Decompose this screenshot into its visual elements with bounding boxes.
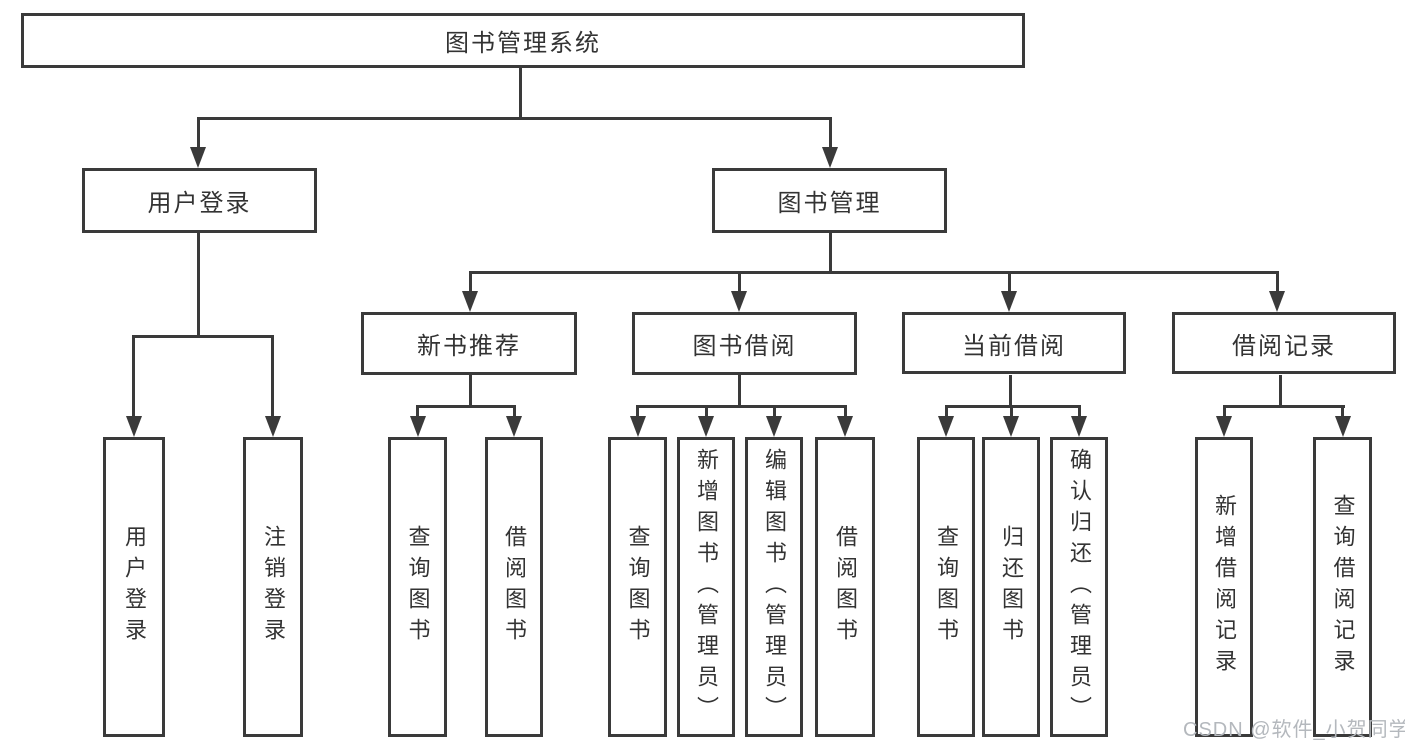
connector-line: [196, 117, 832, 120]
node-book-management: 图书管理: [712, 168, 947, 233]
leaf-query-borrow-record: 查询借阅记录: [1313, 437, 1372, 737]
connector-line: [843, 405, 847, 419]
node-label: 新增图书（管理员）: [694, 447, 719, 727]
leaf-query-books-current: 查询图书: [917, 437, 975, 737]
node-book-borrowing: 图书借阅: [632, 312, 857, 375]
node-label: 用户登录: [122, 525, 147, 649]
node-current-borrowing: 当前借阅: [902, 312, 1126, 374]
leaf-query-books-recommend: 查询图书: [388, 437, 447, 737]
leaf-query-books-borrowing: 查询图书: [608, 437, 667, 737]
node-label: 查询图书: [405, 525, 431, 649]
connector-line: [636, 405, 846, 408]
arrow-down-icon: [462, 291, 478, 312]
node-label: 当前借阅: [962, 332, 1066, 360]
arrow-down-icon: [1001, 291, 1017, 312]
arrow-down-icon: [629, 416, 646, 437]
connector-line: [416, 405, 419, 419]
connector-line: [518, 68, 522, 119]
connector-line: [828, 233, 832, 273]
node-label: 图书借阅: [692, 333, 797, 360]
connector-line: [737, 271, 741, 295]
arrow-down-icon: [698, 416, 714, 437]
leaf-add-book-admin: 新增图书（管理员）: [677, 437, 735, 737]
arrow-down-icon: [506, 416, 522, 437]
leaf-user-login: 用户登录: [103, 437, 165, 737]
connector-line: [1278, 375, 1282, 407]
node-label: 编辑图书（管理员）: [762, 447, 787, 727]
connector-line: [1222, 405, 1345, 408]
arrow-down-icon: [1003, 416, 1019, 437]
connector-line: [1341, 405, 1344, 419]
connector-line: [132, 335, 135, 419]
arrow-down-icon: [190, 147, 206, 168]
leaf-edit-book-admin: 编辑图书（管理员）: [745, 437, 803, 737]
connector-line: [1222, 405, 1226, 419]
connector-line: [1007, 271, 1011, 295]
leaf-return-book: 归还图书: [982, 437, 1040, 737]
connector-line: [772, 405, 776, 419]
arrow-down-icon: [938, 416, 954, 437]
node-borrowing-records: 借阅记录: [1172, 312, 1396, 374]
connector-line: [132, 335, 274, 338]
arrow-down-icon: [766, 416, 782, 437]
connector-line: [196, 117, 200, 151]
leaf-borrow-books-recommend: 借阅图书: [485, 437, 543, 737]
node-label: 查询图书: [934, 525, 959, 649]
node-label: 归还图书: [999, 525, 1024, 649]
connector-line: [828, 117, 832, 151]
node-label: 查询图书: [625, 525, 651, 649]
connector-line: [704, 405, 708, 419]
csdn-watermark: CSDN @软件_小贺同学: [1183, 719, 1405, 741]
connector-line: [636, 405, 639, 419]
node-label: 借阅记录: [1232, 332, 1336, 360]
node-label: 借阅图书: [502, 525, 527, 649]
connector-line: [271, 335, 274, 419]
arrow-down-icon: [125, 416, 142, 437]
connector-line: [944, 405, 948, 419]
arrow-down-icon: [264, 416, 281, 437]
connector-line: [1275, 271, 1279, 295]
leaf-confirm-return-admin: 确认归还（管理员）: [1050, 437, 1108, 737]
connector-line: [1009, 405, 1013, 419]
node-library-management-system: 图书管理系统: [21, 13, 1025, 68]
leaf-add-borrow-record: 新增借阅记录: [1195, 437, 1253, 737]
leaf-logout: 注销登录: [243, 437, 303, 737]
arrow-down-icon: [731, 291, 747, 312]
connector-line: [196, 233, 200, 338]
connector-line: [468, 271, 472, 295]
node-label: 图书管理: [777, 190, 882, 217]
connector-line: [468, 375, 472, 407]
arrow-down-icon: [409, 416, 426, 437]
node-label: 注销登录: [261, 525, 286, 649]
node-label: 新书推荐: [417, 333, 521, 360]
node-label: 图书管理系统: [445, 30, 601, 57]
connector-line: [468, 271, 1279, 274]
node-label: 借阅图书: [833, 525, 858, 649]
node-label: 查询借阅记录: [1330, 494, 1356, 680]
arrow-down-icon: [837, 416, 853, 437]
connector-line: [737, 375, 741, 407]
connector-line: [512, 405, 516, 419]
leaf-borrow-books: 借阅图书: [815, 437, 875, 737]
node-label: 用户登录: [147, 190, 252, 217]
node-new-book-recommend: 新书推荐: [361, 312, 577, 375]
node-label: 新增借阅记录: [1212, 494, 1237, 680]
node-label: 确认归还（管理员）: [1067, 447, 1092, 727]
connector-line: [1077, 405, 1081, 419]
arrow-down-icon: [1269, 291, 1285, 312]
connector-line: [416, 405, 516, 408]
arrow-down-icon: [1216, 416, 1232, 437]
connector-line: [944, 405, 1081, 408]
node-user-login: 用户登录: [82, 168, 317, 233]
arrow-down-icon: [822, 147, 838, 168]
arrow-down-icon: [1071, 416, 1087, 437]
connector-line: [1008, 375, 1012, 407]
arrow-down-icon: [1334, 416, 1351, 437]
